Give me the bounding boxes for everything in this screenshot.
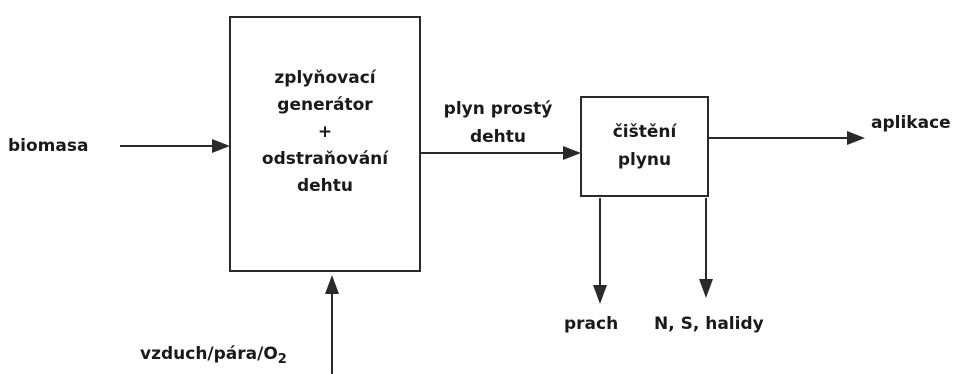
- gas-cleaning-box: [580, 96, 709, 197]
- arrow-dust-output: [593, 198, 607, 304]
- gasifier-label-line5: dehtu: [296, 176, 354, 196]
- gasifier-label-line4: odstraňování: [261, 149, 389, 169]
- tar-free-gas-line2: dehtu: [469, 127, 527, 147]
- tar-free-gas-label: plyn prostý dehtu: [423, 95, 573, 151]
- arrow-cleaning-to-application: [708, 131, 865, 145]
- gasifier-label: zplyňovací generátor + odstraňování deht…: [232, 65, 418, 200]
- gas-cleaning-line1: čištění: [612, 122, 677, 142]
- gas-cleaning-line2: plynu: [617, 150, 672, 170]
- biomass-label: biomasa: [8, 136, 89, 156]
- gasifier-label-line3: +: [317, 122, 333, 142]
- application-label: aplikace: [871, 113, 951, 133]
- air-steam-oxygen-text: vzduch/pára/O: [140, 344, 278, 364]
- arrow-nsh-output: [699, 198, 713, 298]
- arrow-biomass-to-gasifier: [120, 139, 230, 153]
- gasifier-box: [229, 16, 421, 272]
- tar-free-gas-line1: plyn prostý: [443, 99, 553, 119]
- arrow-gasifier-to-cleaning: [420, 146, 581, 160]
- arrow-air-steam-oxygen-input: [325, 275, 339, 374]
- gasifier-label-line2: generátor: [277, 95, 373, 115]
- gasifier-label-line1: zplyňovací: [274, 68, 376, 88]
- nsh-label: N, S, halidy: [654, 314, 764, 334]
- dust-label: prach: [564, 314, 619, 334]
- air-steam-oxygen-label: vzduch/pára/O2: [140, 343, 287, 367]
- gas-cleaning-label: čištění plynu: [583, 118, 706, 174]
- oxygen-subscript: 2: [277, 352, 287, 367]
